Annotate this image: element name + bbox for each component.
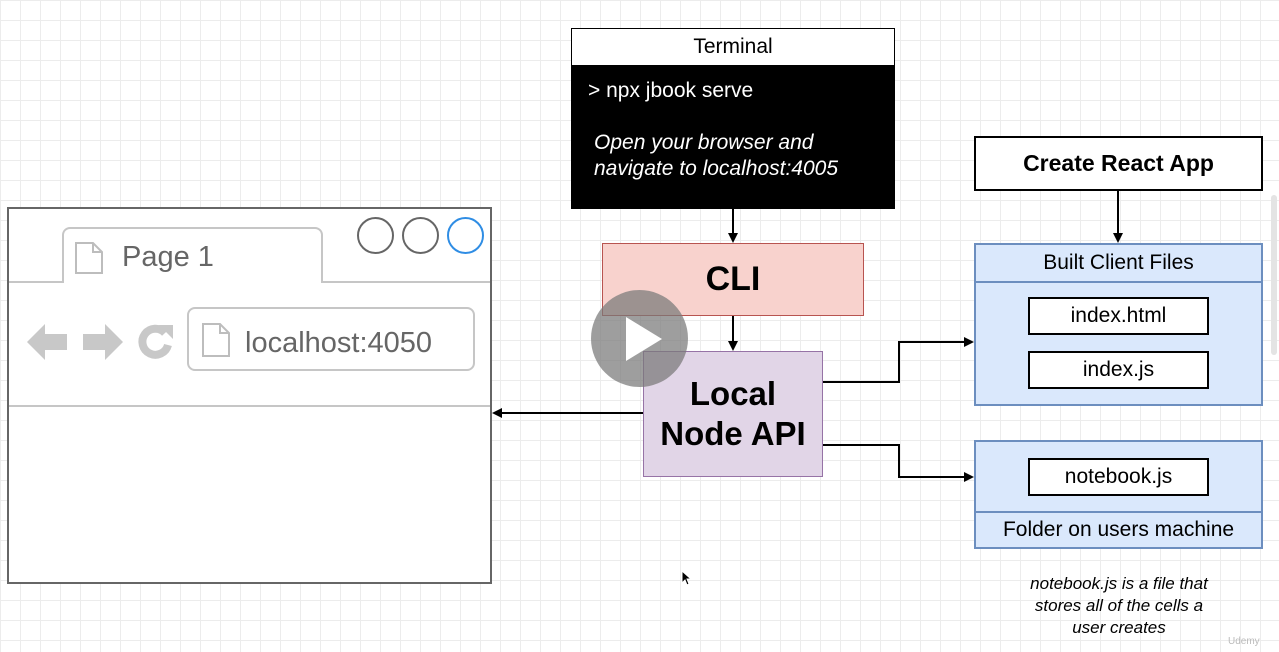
back-arrow-icon	[27, 324, 67, 360]
terminal-command: > npx jbook serve	[588, 79, 754, 102]
terminal-message-line2: navigate to localhost:4005	[594, 157, 839, 180]
note-line1: notebook.js is a file that	[1030, 574, 1208, 593]
forward-arrow-icon	[83, 324, 123, 360]
create-react-app-box: Create React App	[974, 136, 1263, 191]
address-text: localhost:4050	[245, 327, 433, 359]
toolbar-divider	[9, 405, 490, 407]
scrollbar-thumb[interactable]	[1271, 195, 1277, 355]
browser-tab: Page 1	[62, 227, 323, 283]
terminal-message: Open your browser and navigate to localh…	[594, 130, 884, 182]
page-icon	[202, 323, 230, 357]
terminal-title: Terminal	[572, 29, 894, 66]
file-notebook-js: notebook.js	[1028, 458, 1209, 496]
built-client-files-title: Built Client Files	[976, 245, 1261, 283]
window-circle-2	[402, 217, 439, 254]
arrow-api-to-folder	[823, 444, 974, 482]
terminal-message-line1: Open your browser and	[594, 131, 814, 154]
built-client-files-box: Built Client Files index.html index.js	[974, 243, 1263, 406]
play-icon	[626, 317, 662, 361]
notebook-note: notebook.js is a file that stores all of…	[1010, 573, 1228, 639]
user-folder-box: notebook.js Folder on users machine	[974, 440, 1263, 549]
api-label-line2: Node API	[660, 415, 806, 452]
arrow-api-to-built-files	[823, 337, 974, 383]
mouse-cursor-icon	[681, 570, 693, 586]
file-index-js: index.js	[1028, 351, 1209, 389]
window-circle-1	[357, 217, 394, 254]
address-bar[interactable]: localhost:4050	[187, 307, 475, 371]
watermark: Udemy	[1228, 636, 1260, 647]
api-label-line1: Local	[689, 375, 777, 412]
tab-title: Page 1	[122, 241, 214, 273]
video-play-button[interactable]	[591, 290, 688, 387]
note-line3: user creates	[1072, 618, 1166, 637]
window-circle-3	[447, 217, 484, 254]
note-line2: stores all of the cells a	[1034, 596, 1204, 615]
terminal-window: Terminal > npx jbook serve Open your bro…	[571, 28, 895, 209]
browser-mockup: Page 1 localhost:4050	[7, 207, 492, 584]
reload-icon	[138, 324, 173, 359]
file-index-html: index.html	[1028, 297, 1209, 335]
page-icon	[75, 242, 103, 274]
user-folder-title: Folder on users machine	[976, 511, 1261, 547]
